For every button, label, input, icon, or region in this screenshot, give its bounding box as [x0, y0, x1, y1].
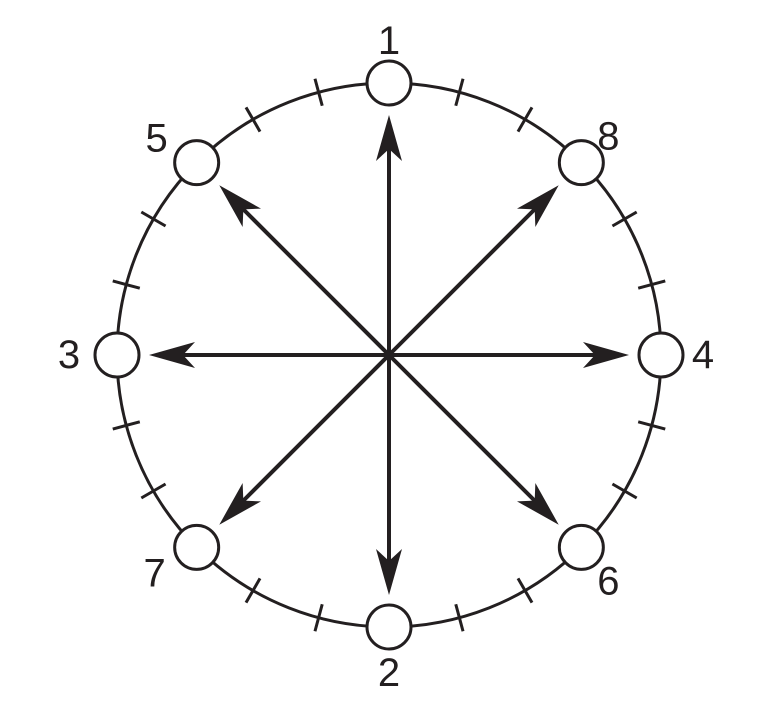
tick-mark: [637, 279, 666, 290]
arrowhead-icon: [376, 115, 402, 161]
node-8: 8: [557, 115, 619, 187]
node-circle: [173, 139, 221, 187]
node-label: 5: [146, 117, 168, 161]
tick-mark: [112, 420, 141, 431]
node-circle: [557, 523, 605, 571]
node-label: 7: [144, 551, 166, 595]
arrow-to-2: [376, 355, 402, 595]
node-1: 1: [365, 19, 413, 107]
arrowhead-icon: [149, 342, 195, 368]
tick-mark: [454, 603, 465, 632]
arrowhead-icon: [219, 482, 262, 525]
node-7: 7: [144, 523, 221, 595]
tick-mark: [313, 603, 324, 632]
tick-mark: [140, 482, 167, 500]
node-3: 3: [58, 331, 141, 379]
node-circle: [365, 603, 413, 651]
arrow-to-7: [219, 353, 391, 525]
arrow-to-1: [376, 115, 402, 355]
arrow-to-3: [149, 342, 389, 368]
arrowhead-icon: [516, 185, 559, 228]
tick-mark: [611, 482, 638, 500]
tick-mark: [244, 577, 262, 604]
node-label: 3: [58, 333, 80, 377]
arrow-to-8: [387, 185, 559, 357]
target-nodes: 1 8 4 6 2 7 3 5: [58, 19, 714, 695]
tick-mark: [516, 577, 534, 604]
arrow-to-6: [387, 353, 559, 525]
direction-arrows: [149, 115, 629, 595]
node-circle: [557, 139, 605, 187]
node-circle: [173, 523, 221, 571]
tick-mark: [313, 78, 324, 107]
node-label: 2: [378, 651, 400, 695]
tick-mark: [244, 106, 262, 133]
tick-mark: [140, 210, 167, 228]
node-circle: [365, 59, 413, 107]
node-circle: [93, 331, 141, 379]
node-5: 5: [146, 117, 221, 187]
tick-mark: [516, 106, 534, 133]
node-label: 4: [692, 333, 714, 377]
arrowhead-icon: [516, 482, 559, 525]
node-label: 8: [597, 115, 619, 159]
arrow-to-4: [389, 342, 629, 368]
node-label: 6: [597, 559, 619, 603]
tick-mark: [454, 78, 465, 107]
arrowhead-icon: [376, 549, 402, 595]
arrowhead-icon: [219, 185, 262, 228]
tick-marks: [112, 78, 666, 632]
tick-mark: [611, 210, 638, 228]
arrowhead-icon: [583, 342, 629, 368]
node-label: 1: [378, 19, 400, 63]
node-circle: [637, 331, 685, 379]
node-6: 6: [557, 523, 619, 603]
node-4: 4: [637, 331, 714, 379]
arrow-to-5: [219, 185, 391, 357]
tick-mark: [112, 279, 141, 290]
node-2: 2: [365, 603, 413, 695]
tick-mark: [637, 420, 666, 431]
